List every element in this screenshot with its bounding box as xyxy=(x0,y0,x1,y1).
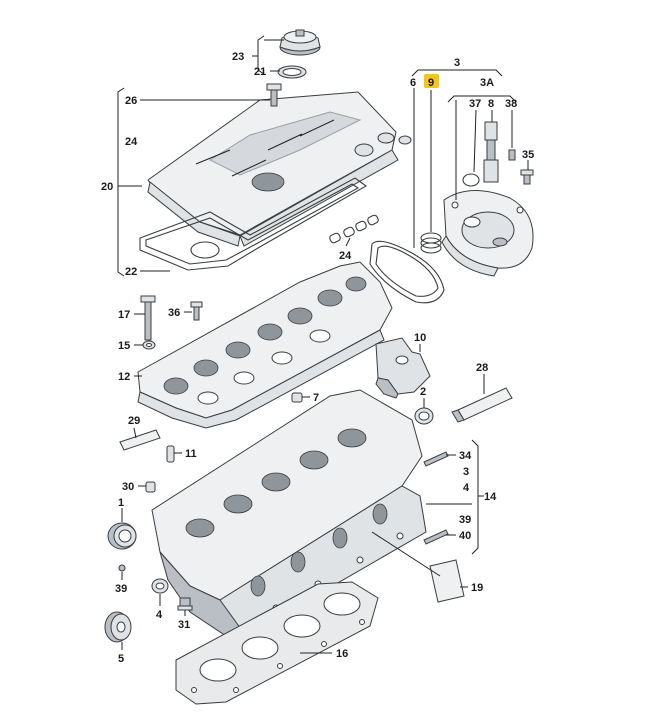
carrier-washer xyxy=(142,340,156,350)
label-17: 17 xyxy=(118,309,130,321)
label-12: 12 xyxy=(118,371,130,383)
cylinder-head-gasket xyxy=(175,581,379,705)
label-16: 16 xyxy=(336,648,348,660)
sealing-plug xyxy=(414,407,434,425)
carrier-bolt xyxy=(140,295,156,341)
camshaft-seal xyxy=(107,522,137,550)
label-2: 2 xyxy=(420,386,426,398)
highlight-marker xyxy=(424,74,439,88)
label-38: 38 xyxy=(505,98,517,110)
plug-30 xyxy=(145,481,156,493)
label-30: 30 xyxy=(122,481,134,493)
dowel-pin xyxy=(166,445,175,463)
label-1: 1 xyxy=(118,497,124,509)
carrier-small-bolt xyxy=(190,301,203,321)
valve-cover-bolt xyxy=(266,83,282,107)
bracket xyxy=(375,337,431,399)
label-7: 7 xyxy=(313,392,319,404)
label-24-gaskets: 24 xyxy=(339,250,352,262)
pump-bolt xyxy=(520,169,534,185)
ball-39 xyxy=(118,564,126,572)
label-3-head: 3 xyxy=(463,466,469,478)
label-19: 19 xyxy=(471,582,483,594)
label-29: 29 xyxy=(128,415,140,427)
cylinder-head xyxy=(151,389,427,641)
label-35: 35 xyxy=(522,149,534,161)
camshaft-bearing-frame xyxy=(137,261,393,429)
label-9: 9 xyxy=(428,77,434,89)
stud-40 xyxy=(423,529,449,545)
label-8: 8 xyxy=(488,98,494,110)
label-36: 36 xyxy=(168,307,180,319)
sealant-tube xyxy=(451,387,513,423)
vacuum-pump xyxy=(441,189,534,277)
pressure-sensor xyxy=(483,121,499,183)
label-28: 28 xyxy=(476,362,488,374)
sprocket xyxy=(104,611,132,643)
sensor-screw xyxy=(508,149,516,161)
label-39-ball: 39 xyxy=(115,583,127,595)
leader-lines xyxy=(117,35,529,654)
oil-filler-cap-seal xyxy=(277,65,307,79)
oil-filler-cap xyxy=(279,29,321,56)
o-rings xyxy=(420,232,442,254)
label-23: 23 xyxy=(232,51,244,63)
label-10: 10 xyxy=(414,332,426,344)
label-3A: 3A xyxy=(480,77,494,89)
label-26: 26 xyxy=(125,95,137,107)
label-5: 5 xyxy=(118,653,124,665)
valve-cover-gasket xyxy=(139,177,368,271)
sealant-strip xyxy=(119,429,161,451)
label-6: 6 xyxy=(410,77,416,89)
label-3: 3 xyxy=(454,57,460,69)
small-gaskets xyxy=(329,214,379,244)
label-15: 15 xyxy=(118,340,130,352)
label-22: 22 xyxy=(125,266,137,278)
label-4-head: 4 xyxy=(463,482,470,494)
pump-seal xyxy=(462,173,480,187)
label-31: 31 xyxy=(178,619,190,631)
label-4: 4 xyxy=(156,609,163,621)
gasket-19 xyxy=(429,559,465,603)
screw-plug-31 xyxy=(177,597,193,611)
label-11: 11 xyxy=(185,448,197,460)
small-plug xyxy=(291,392,303,403)
label-40: 40 xyxy=(459,530,471,542)
label-20: 20 xyxy=(101,181,113,193)
plug-4 xyxy=(151,578,169,594)
stud-34 xyxy=(423,451,449,467)
label-39-head: 39 xyxy=(459,514,471,526)
label-21: 21 xyxy=(254,66,266,78)
vacuum-pump-gasket xyxy=(369,240,445,304)
label-34: 34 xyxy=(459,450,472,462)
label-37: 37 xyxy=(469,98,481,110)
label-24-top: 24 xyxy=(125,136,138,148)
label-14: 14 xyxy=(484,491,497,503)
